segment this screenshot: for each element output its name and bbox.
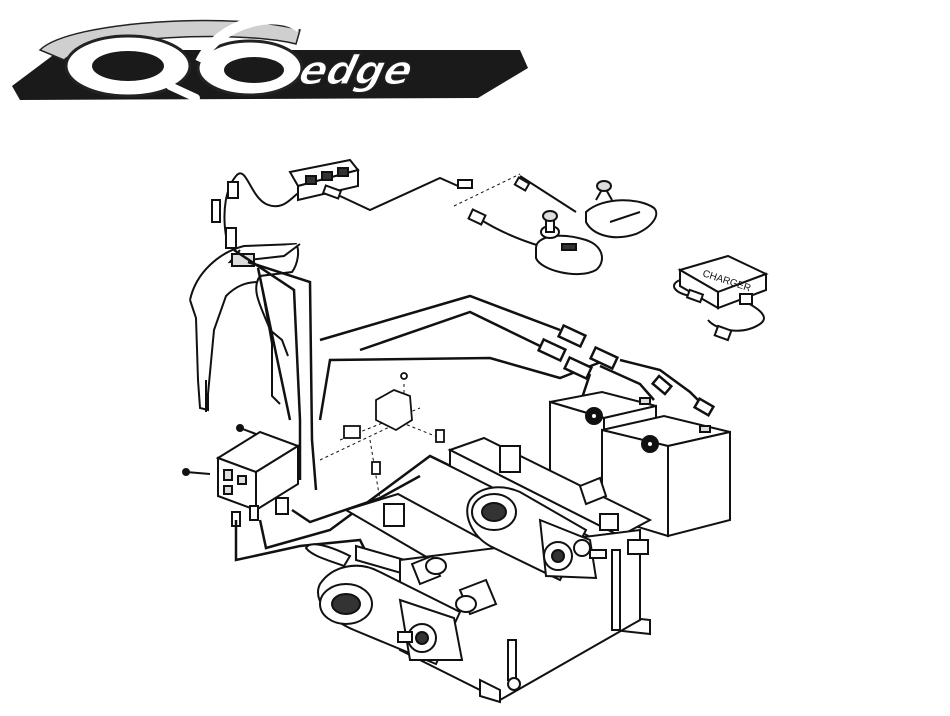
battery-charger: CHARGER xyxy=(674,256,766,340)
joystick-controller xyxy=(454,174,656,274)
accessory-connector xyxy=(212,160,472,248)
logo-edge-text: edge xyxy=(295,47,418,94)
logo-banner: edge xyxy=(12,19,528,100)
controller-module xyxy=(183,425,298,526)
mounting-clips xyxy=(344,373,444,474)
